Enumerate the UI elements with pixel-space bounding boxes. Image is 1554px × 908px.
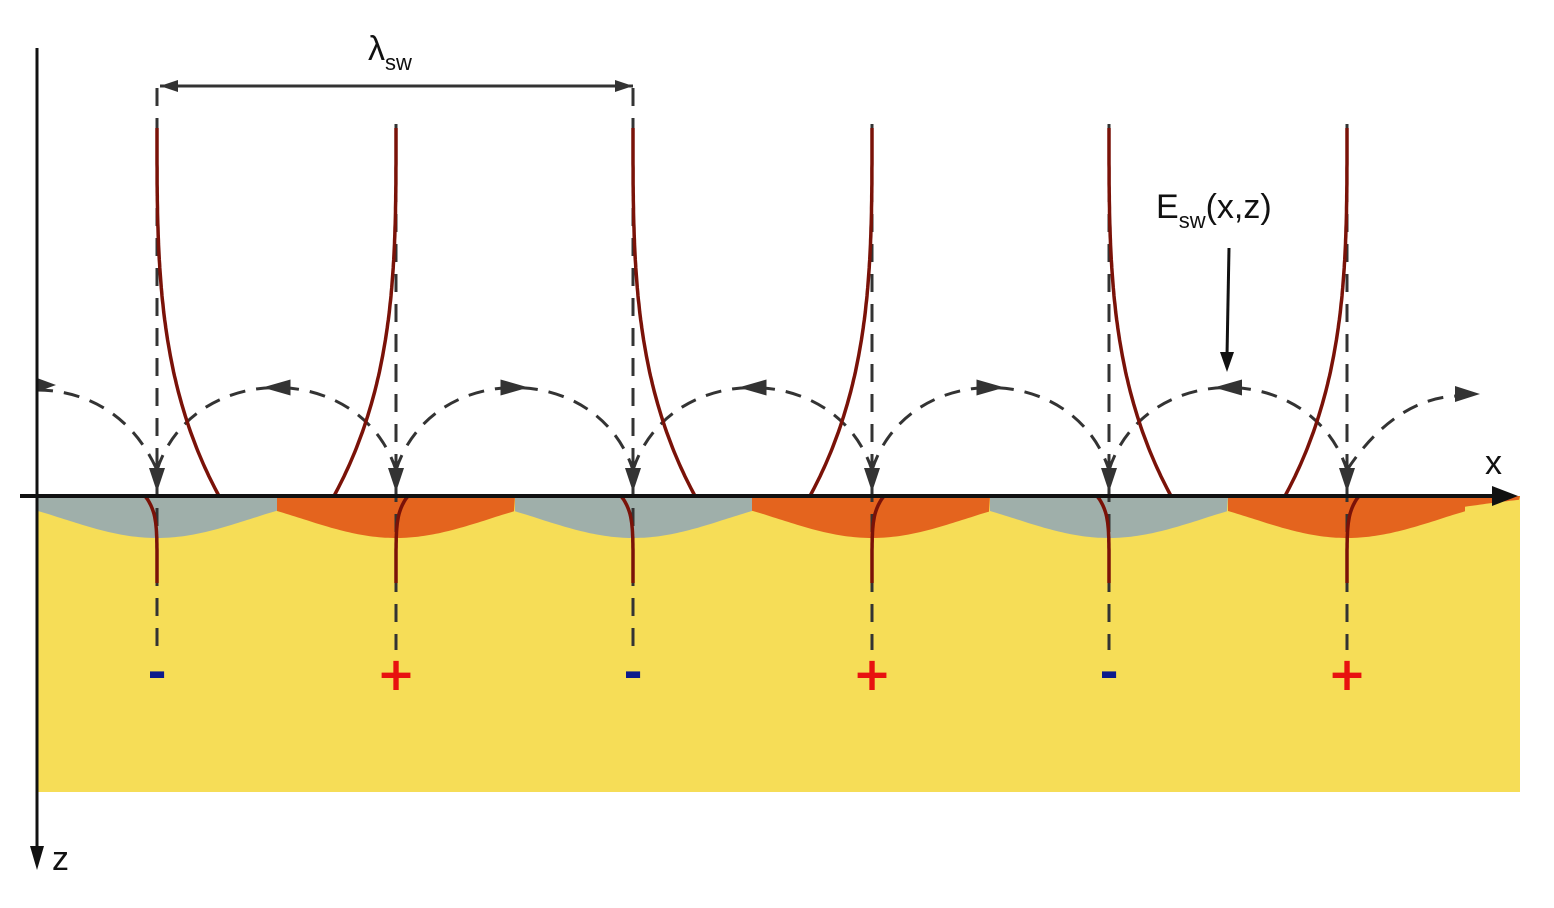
field-loops — [36, 378, 1480, 492]
field-loop — [394, 386, 635, 471]
loop-arrow-icon — [1214, 379, 1242, 396]
field-pointer — [1220, 247, 1234, 372]
down-arrow-icon — [1339, 468, 1355, 492]
field-profile-curve — [145, 128, 222, 498]
x-axis-label: x — [1485, 444, 1502, 482]
field-profile-curve — [807, 128, 884, 498]
down-arrow-icon — [149, 468, 165, 492]
z-axis — [30, 48, 44, 870]
field-loop — [870, 386, 1111, 471]
loop-arrow-icon — [738, 379, 767, 396]
substrate-block — [37, 496, 1520, 792]
field-profile-curves — [143, 128, 1361, 583]
loop-arrow-icon — [262, 379, 291, 396]
positive-charge-sign: + — [853, 647, 892, 701]
field-loop — [155, 386, 398, 471]
loop-arrow-icon — [1455, 386, 1480, 402]
down-arrow-icon — [1101, 468, 1117, 492]
field-profile-curve — [1282, 128, 1359, 498]
field-loop — [631, 386, 874, 471]
wavelength-label: λsw — [368, 30, 412, 75]
negative-charge-sign: - — [147, 645, 166, 699]
down-arrow-icon — [388, 468, 404, 492]
field-profile-curve — [331, 128, 408, 498]
loop-arrow-icon — [500, 379, 529, 396]
loop-arrow-icon — [37, 378, 56, 392]
field-pointer-arrow-icon — [1220, 352, 1234, 372]
field-profile-curve-below — [394, 494, 410, 583]
field-profile-curve-below — [1345, 494, 1361, 583]
negative-charge-sign: - — [623, 645, 642, 699]
field-loop — [36, 388, 159, 471]
field-label: Esw(x,z) — [1156, 188, 1272, 233]
field-profile-curve — [621, 128, 698, 498]
down-arrow-icon — [625, 468, 641, 492]
positive-charge-sign: + — [377, 647, 416, 701]
field-profile-curve-below — [143, 494, 159, 583]
charge-signs: - + - + - + — [147, 645, 1366, 701]
field-profile-curve-below — [1095, 494, 1111, 583]
field-loop — [1107, 386, 1349, 471]
field-profile-curve-below — [619, 494, 635, 583]
positive-charge-sign: + — [1328, 647, 1367, 701]
wavelength-dimension — [160, 80, 633, 92]
down-arrow-icon — [864, 468, 880, 492]
field-loop — [1345, 394, 1461, 471]
x-axis — [20, 486, 1518, 506]
wavelength-right-arrow-icon — [615, 80, 633, 92]
loop-arrow-icon — [976, 379, 1005, 396]
z-axis-label: z — [52, 840, 69, 878]
field-profile-curve-below — [870, 494, 886, 583]
field-profile-curve — [1097, 128, 1174, 498]
wavelength-left-arrow-icon — [160, 80, 178, 92]
z-axis-arrow-icon — [30, 846, 44, 870]
x-axis-arrow-icon — [1492, 486, 1518, 506]
negative-charge-sign: - — [1099, 645, 1118, 699]
